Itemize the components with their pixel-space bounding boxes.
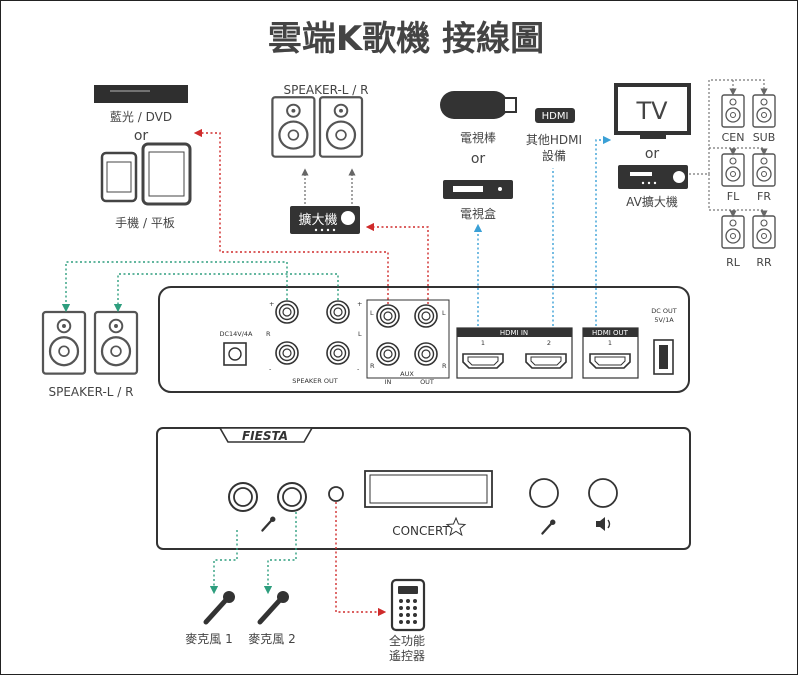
speaker-top-right-icon	[318, 96, 364, 158]
or-label-1: or	[134, 128, 149, 144]
speaker-rr-label: RR	[756, 256, 772, 269]
microphone-1-icon	[206, 591, 235, 622]
phone-icon	[100, 151, 138, 203]
l-marker-1: L	[358, 330, 362, 338]
remote-control-icon	[390, 578, 426, 632]
dc-out-label-1: DC OUT	[651, 307, 676, 315]
speaker-rl-icon	[721, 215, 745, 249]
dc-out-label-2: 5V/1A	[654, 316, 674, 324]
tv-icon	[614, 83, 691, 139]
speaker-out-label: SPEAKER OUT	[292, 377, 337, 385]
speaker-connection-lines	[61, 261, 339, 313]
hdmi-in-1-label: 1	[481, 339, 485, 347]
tv-stick-label: 電視棒	[460, 130, 496, 145]
hdmi-connection-lines	[473, 135, 612, 326]
plus-sign-l: +	[357, 300, 362, 308]
speaker-sub-icon	[752, 94, 776, 128]
hdmi-in-1-port	[462, 353, 504, 369]
mic-volume-knob	[529, 478, 559, 508]
hdmi-out-port	[589, 353, 631, 369]
brand-label: FIESTA	[242, 429, 288, 443]
speaker-volume-icon	[596, 517, 611, 531]
speaker-left-l-icon	[41, 310, 87, 375]
minus-sign-l: -	[357, 365, 360, 373]
r-marker-1: R	[266, 330, 271, 338]
r-marker-3: R	[442, 362, 447, 370]
speaker-fr-icon	[752, 153, 776, 187]
hdmi-in-label: HDMI IN	[500, 329, 528, 337]
remote-connection-line	[335, 502, 387, 617]
model-label: CONCERT	[392, 524, 450, 538]
hdmi-in-2-label: 2	[547, 339, 551, 347]
l-marker-3: L	[442, 309, 446, 317]
tv-box-icon	[443, 180, 513, 199]
hdmi-in-2-port	[525, 353, 567, 369]
star-icon	[445, 516, 467, 537]
amplifier-label: 擴大機	[298, 212, 337, 228]
speaker-top-label: SPEAKER-L / R	[284, 83, 369, 97]
l-marker-2: L	[370, 309, 374, 317]
remote-label-1: 全功能	[389, 633, 425, 648]
hdmi-badge-label: HDMI	[542, 111, 569, 122]
mic-jacks-front	[228, 482, 307, 512]
speaker-cen-icon	[721, 94, 745, 128]
master-volume-knob	[588, 478, 618, 508]
speaker-cen-label: CEN	[722, 131, 745, 144]
aux-connection-lines	[193, 128, 429, 304]
tv-label: TV	[635, 97, 668, 125]
dc-in-label: DC14V/4A	[219, 330, 253, 338]
speaker-fl-label: FL	[727, 190, 740, 203]
aux-label: AUX	[400, 370, 414, 378]
plus-sign-r: +	[269, 300, 274, 308]
tv-stick-icon	[440, 91, 517, 119]
speaker-rr-icon	[752, 215, 776, 249]
brand-badge	[218, 427, 314, 443]
tablet-icon	[141, 142, 192, 206]
mic-2-label: 麥克風 2	[248, 632, 295, 646]
av-receiver-icon	[618, 165, 688, 189]
usb-port	[653, 339, 674, 375]
ir-sensor	[328, 486, 344, 502]
aux-in-label: IN	[385, 378, 392, 386]
or-label-2: or	[471, 151, 486, 167]
speaker-fr-label: FR	[757, 190, 771, 203]
mic-1-label: 麥克風 1	[185, 632, 232, 646]
bluray-label: 藍光 / DVD	[110, 110, 172, 124]
speaker-sub-label: SUB	[753, 131, 776, 144]
or-label-3: or	[645, 146, 660, 162]
microphone-2-icon	[260, 591, 289, 622]
speaker-top-left-icon	[271, 96, 316, 158]
other-hdmi-label-1: 其他HDMI	[526, 133, 582, 147]
dc-in-port	[223, 342, 247, 366]
mic-connection-lines	[209, 512, 297, 595]
hdmi-badge-icon	[535, 108, 575, 123]
hdmi-out-1-label: 1	[608, 339, 612, 347]
av-receiver-label: AV擴大機	[626, 194, 678, 209]
speaker-left-r-icon	[93, 310, 139, 375]
bluray-player-icon	[94, 85, 188, 103]
speaker-rl-label: RL	[726, 256, 741, 269]
tv-box-label: 電視盒	[460, 206, 496, 221]
surround-connectors	[689, 79, 768, 218]
page-title: 雲端K歌機 接線圖	[268, 19, 544, 59]
amp-speaker-lines	[301, 168, 356, 204]
aux-out-label: OUT	[420, 378, 434, 386]
hdmi-out-label: HDMI OUT	[592, 329, 629, 337]
minus-sign-r: -	[269, 365, 272, 373]
phone-tablet-label: 手機 / 平板	[115, 215, 175, 230]
r-marker-2: R	[370, 362, 375, 370]
other-hdmi-label-2: 設備	[542, 148, 566, 163]
remote-label-2: 遙控器	[389, 649, 425, 663]
aux-group-box	[366, 299, 450, 379]
amplifier-icon	[290, 206, 360, 234]
speaker-left-label: SPEAKER-L / R	[49, 385, 134, 399]
display-window	[364, 470, 493, 508]
speaker-fl-icon	[721, 153, 745, 187]
